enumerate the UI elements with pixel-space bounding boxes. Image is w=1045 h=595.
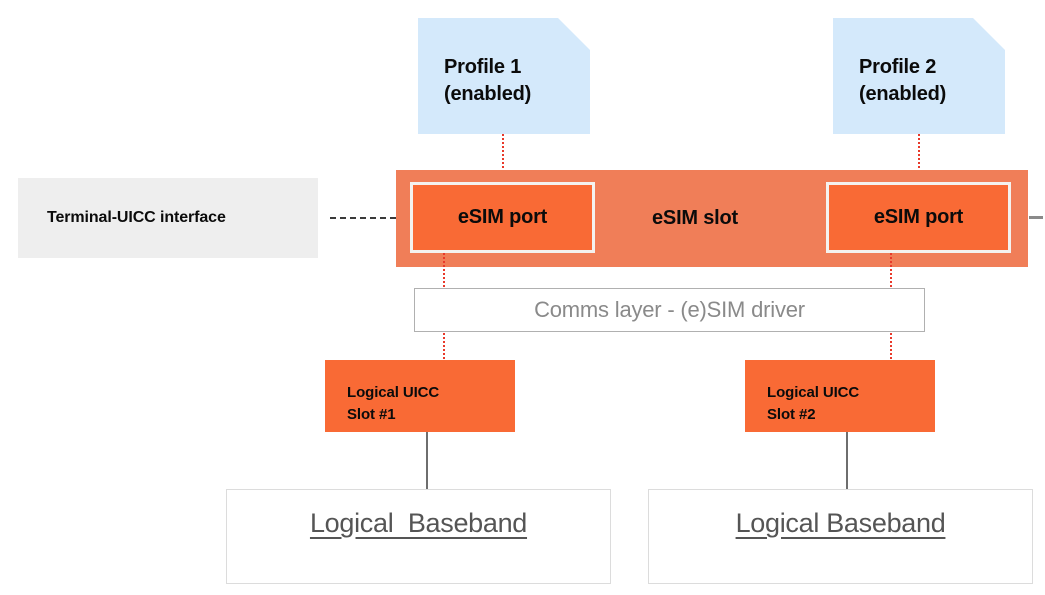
connector-uicc1-to-baseband1 <box>426 432 428 489</box>
profile-2-label: Profile 2 (enabled) <box>859 56 947 105</box>
logical-baseband-1-label: Logical Baseband <box>309 508 528 538</box>
esim-port-2-label: eSIM port <box>873 206 964 228</box>
logical-uicc-slot-2-label: Logical UICC Slot #2 <box>767 384 860 423</box>
logical-uicc-slot-1-label: Logical UICC Slot #1 <box>347 384 440 423</box>
esim-port-1[interactable]: eSIM port <box>410 182 595 253</box>
terminal-uicc-interface-box: Terminal-UICC interface <box>18 178 318 258</box>
logical-baseband-2-label: Logical Baseband <box>735 508 946 538</box>
comms-layer-label: Comms layer - (e)SIM driver <box>534 297 805 322</box>
esim-port-1-label: eSIM port <box>457 206 548 228</box>
comms-layer-box: Comms layer - (e)SIM driver <box>414 288 925 332</box>
connector-terminal-to-slot <box>330 217 396 219</box>
connector-uicc2-to-baseband2 <box>846 432 848 489</box>
connector-slot-right-stub <box>1029 216 1043 219</box>
esim-slot-label: eSIM slot <box>652 207 738 229</box>
profile-1-note: Profile 1 (enabled) <box>418 18 590 134</box>
terminal-uicc-interface-label: Terminal-UICC interface <box>47 209 226 226</box>
logical-uicc-slot-1-box: Logical UICC Slot #1 <box>325 360 515 432</box>
connector-profile1-to-port1 <box>502 134 504 192</box>
profile-1-label: Profile 1 (enabled) <box>444 56 532 105</box>
profile-2-note: Profile 2 (enabled) <box>833 18 1005 134</box>
esim-port-2[interactable]: eSIM port <box>826 182 1011 253</box>
logical-uicc-slot-2-box: Logical UICC Slot #2 <box>745 360 935 432</box>
connector-profile2-to-port2 <box>918 134 920 192</box>
logical-baseband-2-box: Logical Baseband <box>648 489 1033 584</box>
logical-baseband-1-box: Logical Baseband <box>226 489 611 584</box>
